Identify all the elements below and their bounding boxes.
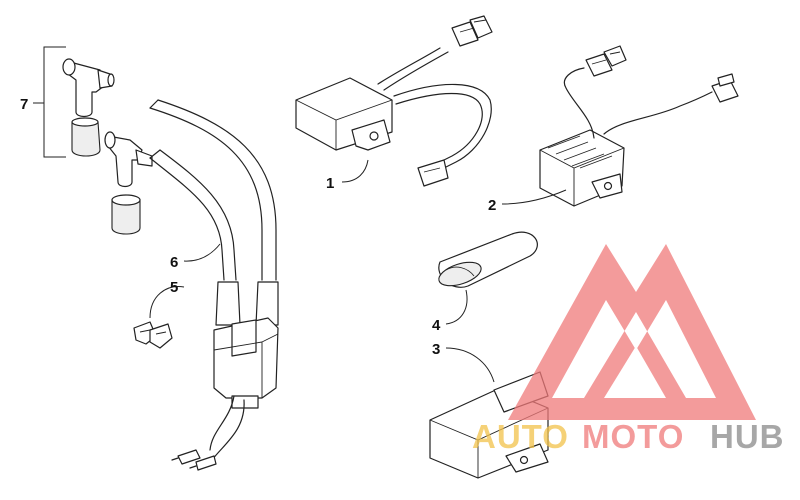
callout-4: 4: [432, 317, 441, 334]
leader-1: [341, 159, 369, 183]
callout-2: 2: [488, 197, 496, 214]
spark-plug-cap-upper: [62, 58, 115, 118]
heat-shrink-sleeve: [438, 231, 538, 288]
voltage-regulator: [539, 45, 739, 207]
callout-1: 1: [326, 175, 334, 192]
watermark-text-auto: AUTO: [472, 418, 569, 455]
automotohub-watermark: AUTO MOTO HUB: [472, 244, 785, 455]
watermark-logo-mark: [508, 244, 756, 420]
plug-boot-lower: [111, 194, 141, 235]
callout-3: 3: [432, 341, 440, 358]
part-7-bracket: [33, 46, 66, 158]
watermark-text-moto: MOTO: [582, 418, 684, 455]
ht-lead-left: [149, 157, 225, 281]
callout-6: 6: [170, 254, 178, 271]
spark-plug-cap-lower: [104, 131, 153, 188]
wire-clip: [133, 321, 173, 349]
leader-4: [445, 289, 468, 325]
plug-boot-upper: [71, 117, 101, 157]
coil-primary-wires: [209, 395, 245, 461]
leader-2: [501, 189, 567, 205]
callout-numbers: 1 2 3 4 5 6 7: [20, 96, 496, 358]
control-module: [429, 371, 549, 479]
ht-lead-right: [149, 107, 263, 281]
leader-lines: [149, 159, 567, 383]
leader-3: [445, 347, 495, 383]
cdi-module: [295, 15, 493, 187]
ignition-coil-assembly: [149, 99, 279, 471]
ignition-coil: [213, 317, 279, 409]
leader-5: [149, 286, 185, 319]
spark-plug-cap-group: [33, 46, 153, 235]
watermark-text-hub: HUB: [710, 418, 785, 455]
callout-5: 5: [170, 279, 178, 296]
leader-6: [183, 243, 221, 262]
callout-7: 7: [20, 96, 28, 113]
